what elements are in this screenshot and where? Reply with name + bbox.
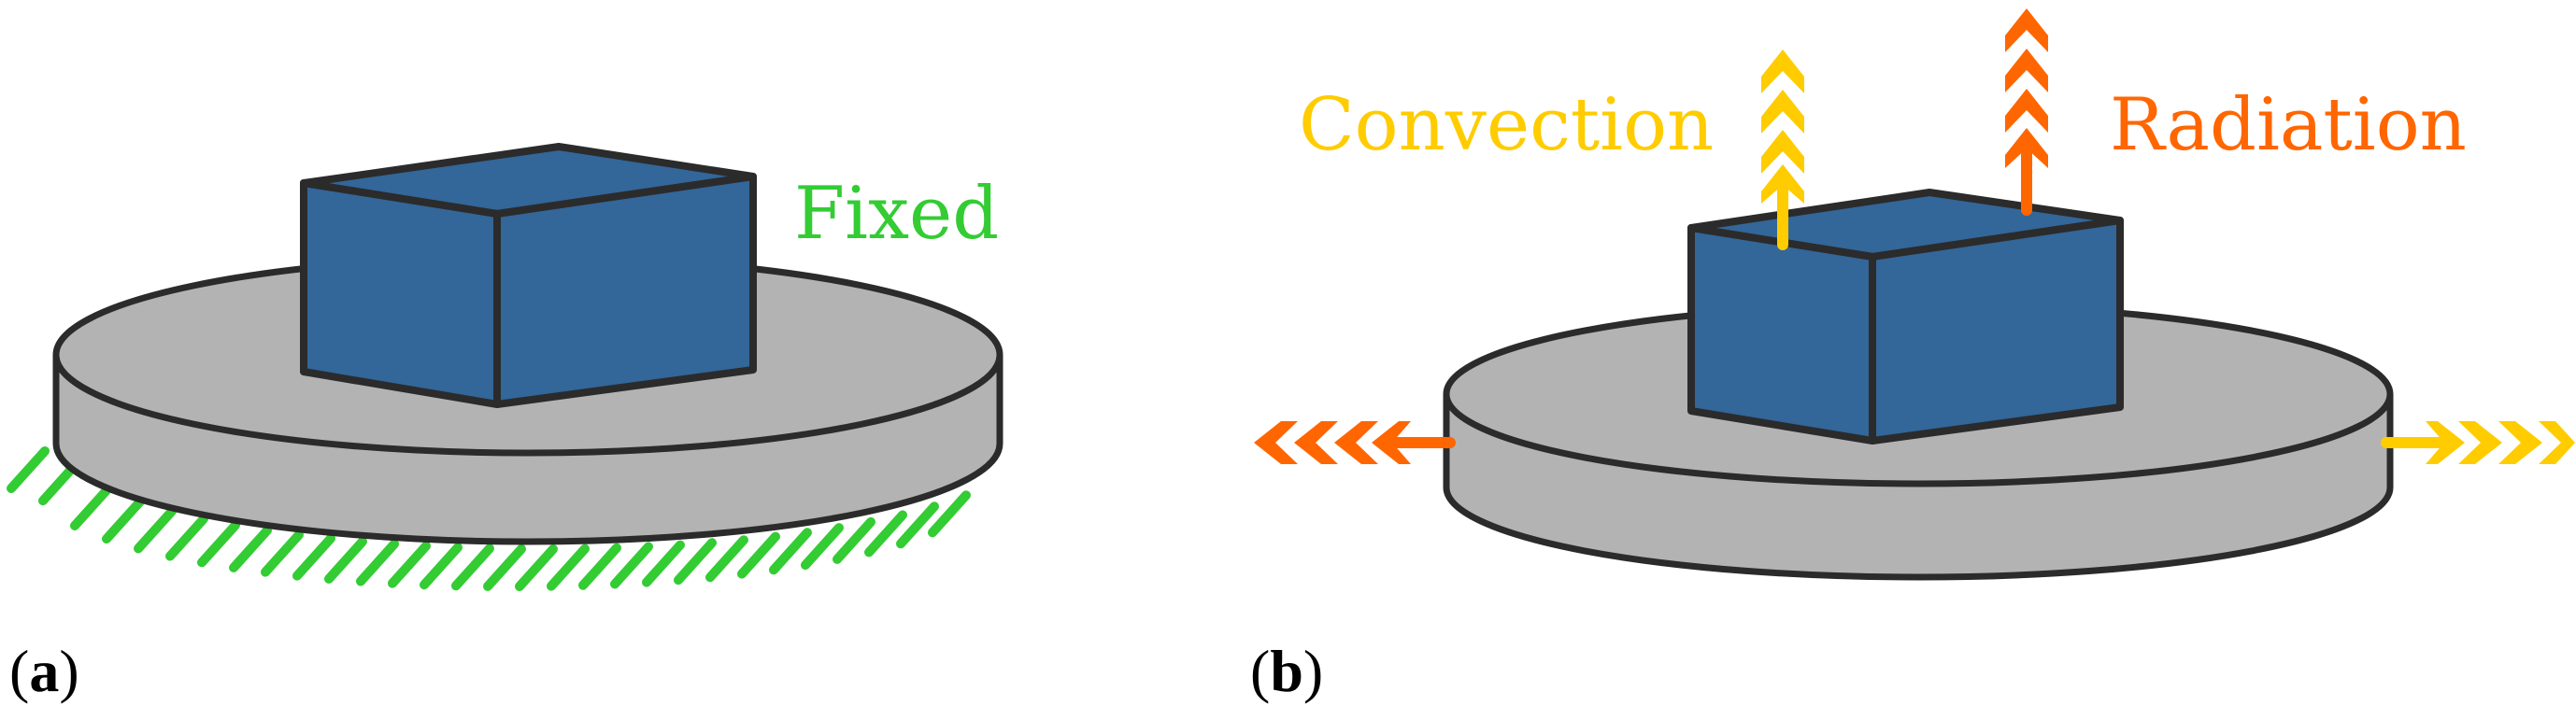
hatch-line xyxy=(833,516,875,564)
hatch-line xyxy=(547,544,590,591)
convection-arrow-icon xyxy=(2381,421,2575,464)
panel-b: Convection Radiation (b) xyxy=(1250,8,2575,704)
hatch-line xyxy=(165,514,208,561)
hatch-line xyxy=(737,531,780,579)
hatch-line xyxy=(420,543,463,590)
panel-a: Fixed (a) xyxy=(7,143,1003,704)
panel-label-a-close: ) xyxy=(59,638,78,704)
hatch-line xyxy=(515,544,558,591)
hatch-line xyxy=(451,544,494,591)
hatch-line xyxy=(7,446,50,493)
radiation-label: Radiation xyxy=(2110,83,2467,167)
radiation-arrow-icon xyxy=(2005,8,2048,216)
hatch-line xyxy=(70,483,113,530)
panel-label-a-letter: a xyxy=(29,638,59,704)
hatch-line xyxy=(578,543,621,590)
hatch-line xyxy=(705,535,748,583)
hatch-line xyxy=(483,544,526,591)
hatch-line xyxy=(928,490,971,538)
convection-label: Convection xyxy=(1299,83,1714,167)
radiation-arrow-icon xyxy=(1254,421,1456,464)
hatch-line xyxy=(674,538,717,586)
hatch-line xyxy=(769,528,812,575)
hatch-line xyxy=(102,497,145,544)
panel-label-b-close: ) xyxy=(1303,638,1323,704)
hatch-line xyxy=(801,523,844,571)
hatch-line xyxy=(864,510,907,558)
hatch-line xyxy=(356,539,399,586)
panel-label-a-open: ( xyxy=(9,638,29,704)
block-icon xyxy=(1687,189,2124,445)
hatch-line xyxy=(292,533,335,581)
hatch-line xyxy=(261,529,304,577)
hatch-line xyxy=(896,501,939,549)
hatch-line xyxy=(197,520,240,568)
panel-label-b: (b) xyxy=(1250,638,1323,704)
hatch-line xyxy=(610,542,653,589)
panel-label-b-open: ( xyxy=(1250,638,1270,704)
convection-arrow-icon xyxy=(1761,49,1804,250)
panel-label-b-letter: b xyxy=(1270,638,1303,704)
block-icon xyxy=(300,143,757,408)
hatch-line xyxy=(388,541,431,588)
hatch-line xyxy=(642,540,685,587)
hatch-line xyxy=(324,536,367,584)
panel-label-a: (a) xyxy=(9,638,79,704)
fixed-label: Fixed xyxy=(794,172,999,256)
hatch-line xyxy=(229,525,272,572)
hatch-line xyxy=(134,506,177,554)
ground-hatch-icon xyxy=(7,446,971,591)
